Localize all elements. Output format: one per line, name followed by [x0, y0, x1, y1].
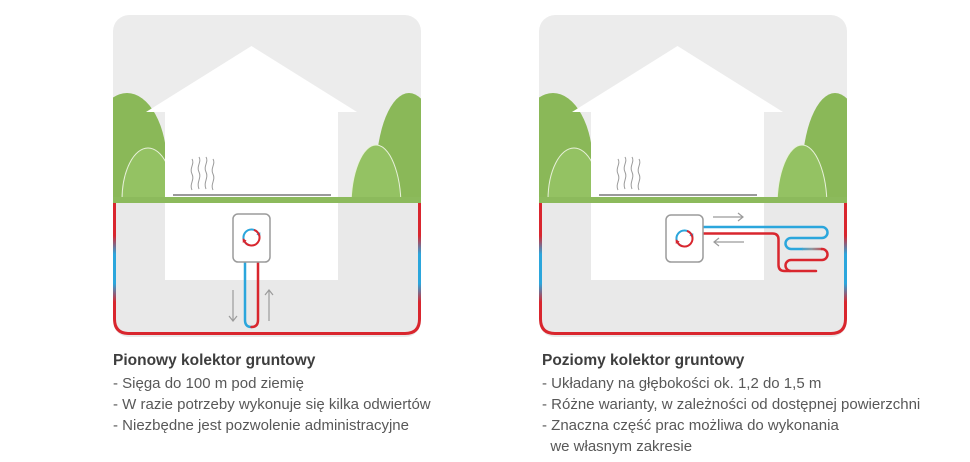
right-caption-title: Poziomy kolektor gruntowy — [542, 352, 745, 369]
right-caption: Poziomy kolektor gruntowy - Układany na … — [542, 351, 962, 457]
down-arrow-icon — [228, 290, 238, 322]
cycle-arrows-icon — [675, 229, 694, 248]
house-roof — [146, 46, 357, 112]
left-arrow-icon — [713, 237, 744, 247]
cycle-arrows-icon — [242, 228, 261, 247]
ground-border — [113, 203, 421, 335]
supply-pipe-blue — [701, 225, 829, 251]
grass-strip — [113, 197, 421, 203]
heat-pump-unit — [665, 214, 704, 263]
heat-pump-box — [665, 214, 704, 263]
heat-pump-box — [232, 213, 271, 263]
heat-pump-unit — [232, 213, 271, 263]
borehole-pipes — [243, 260, 260, 329]
supply-pipe-blue — [243, 260, 253, 329]
horizontal-collector-diagram — [539, 15, 847, 337]
right-caption-item: - Znaczna część prac możliwa do wykonani… — [542, 417, 839, 434]
horizontal-flow-arrows — [713, 212, 744, 247]
heat-waves-icon — [190, 156, 215, 191]
grass-strip — [539, 197, 847, 203]
right-caption-item: we własnym zakresie — [542, 438, 693, 455]
horizontal-collector-pipes — [701, 225, 829, 273]
return-pipe-red — [701, 232, 792, 273]
up-arrow-icon — [264, 289, 274, 321]
house-roof — [572, 46, 783, 112]
left-caption-title: Pionowy kolektor gruntowy — [113, 352, 316, 369]
vertical-collector-diagram — [113, 15, 421, 337]
serpentine-pipe-red — [784, 247, 829, 273]
heat-waves-icon — [616, 156, 641, 191]
ground-border — [539, 203, 847, 335]
right-arrow-icon — [713, 212, 744, 222]
left-caption-item: - Sięga do 100 m pod ziemię — [113, 375, 304, 392]
return-pipe-red — [250, 260, 260, 329]
right-caption-item: - Układany na głębokości ok. 1,2 do 1,5 … — [542, 375, 822, 392]
left-caption-item: - Niezbędne jest pozwolenie administracy… — [113, 417, 409, 434]
left-caption: Pionowy kolektor gruntowy - Sięga do 100… — [113, 351, 533, 436]
left-caption-item: - W razie potrzeby wykonuje się kilka od… — [113, 396, 431, 413]
right-caption-item: - Różne warianty, w zależności od dostęp… — [542, 396, 921, 413]
vertical-flow-arrows — [228, 289, 274, 322]
